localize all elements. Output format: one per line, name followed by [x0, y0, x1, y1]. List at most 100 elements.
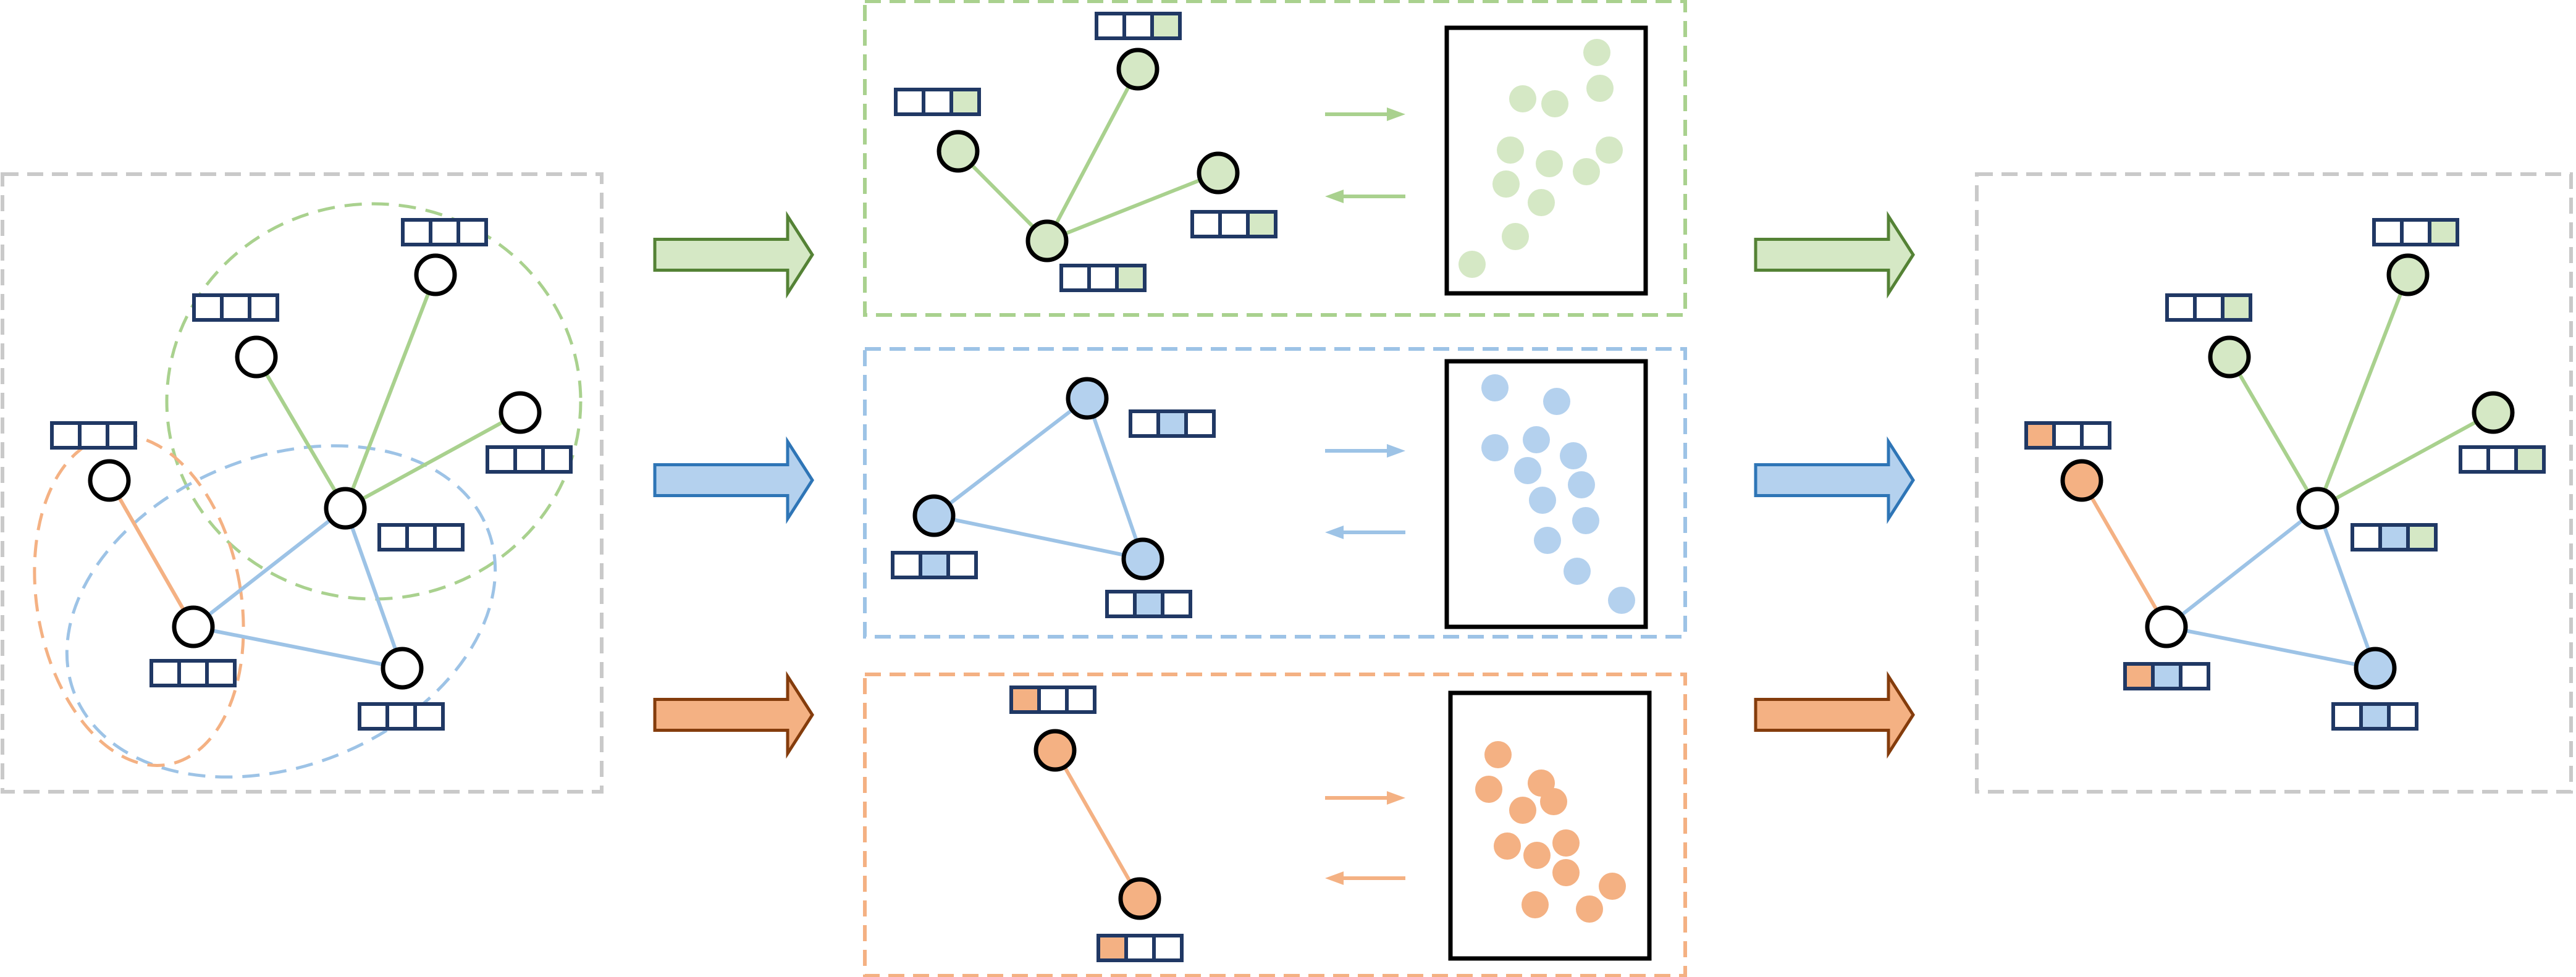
input-feature-cell	[541, 445, 573, 474]
orange-feature-cell	[1152, 934, 1184, 962]
green-embedding-box-point	[1596, 136, 1623, 164]
output-node	[2354, 647, 2397, 690]
orange-subgraph-panel	[863, 673, 1687, 977]
output-node	[2208, 335, 2251, 379]
green-feature-cell	[1190, 210, 1222, 238]
green-feature-cell	[1095, 12, 1126, 40]
green-node	[1197, 151, 1240, 195]
input-feature-cell	[220, 293, 251, 322]
green-feature-cell	[1115, 264, 1147, 292]
green-node	[1116, 48, 1160, 91]
output-feature-cell	[2193, 293, 2225, 322]
input-node	[235, 335, 278, 379]
input-feature-cell	[149, 659, 181, 687]
green-subgraph-panel	[863, 0, 1687, 317]
green-node	[937, 130, 980, 173]
flow-arrows	[653, 107, 1915, 885]
output-node	[2472, 391, 2515, 434]
input-feature-cell	[486, 445, 517, 474]
output-feature-cell	[2378, 523, 2410, 551]
green-forward-arrow-head	[1387, 107, 1405, 121]
green-feature-cell	[949, 88, 981, 116]
input-feature-cell	[401, 218, 432, 246]
output-feature-cell	[2387, 702, 2418, 731]
green-feature-cell	[1059, 264, 1091, 292]
input-feature-cell	[457, 218, 488, 246]
orange-embedding-box-point	[1523, 842, 1551, 869]
input-edge	[107, 479, 195, 628]
input-feature-cell	[205, 659, 237, 687]
orange-feature-cell	[1096, 934, 1128, 962]
input-feature-cell	[177, 659, 209, 687]
input-feature-cell	[405, 523, 437, 551]
blue-subgraph-edge	[933, 514, 1143, 561]
green-subgraph-edge	[1046, 171, 1219, 243]
orange-node	[1033, 729, 1077, 772]
green-split-arrow	[653, 211, 814, 299]
orange-feature-cell	[1124, 934, 1156, 962]
blue-feature-cell	[919, 551, 950, 579]
green-subgraph-edge	[1045, 68, 1140, 242]
orange-node	[1118, 877, 1161, 920]
input-feature-cell	[429, 218, 460, 246]
blue-embedding-box-point	[1568, 471, 1595, 498]
input-feature-cell	[106, 421, 137, 450]
input-edge	[193, 625, 403, 670]
input-node	[414, 253, 457, 296]
output-feature-cell	[2372, 218, 2404, 246]
output-edge	[2080, 479, 2168, 628]
input-edge	[344, 411, 521, 510]
green-partition-ellipse	[165, 202, 583, 601]
input-edge	[343, 274, 437, 509]
orange-embedding-box-point	[1552, 859, 1580, 886]
orange-subgraph-edge	[1053, 749, 1142, 900]
blue-embedding-box-point	[1481, 374, 1509, 401]
blue-feature-cell	[1184, 409, 1216, 438]
orange-feature-cell	[1009, 686, 1041, 714]
blue-forward-arrow-head	[1387, 444, 1405, 458]
blue-subgraph-edge	[933, 396, 1088, 518]
blue-embedding-box-point	[1608, 587, 1635, 614]
blue-embedding-box-point	[1572, 507, 1599, 534]
green-node	[1025, 219, 1069, 262]
green-embedding-box-point	[1458, 251, 1486, 278]
output-feature-cell	[2400, 218, 2431, 246]
output-feature-cell	[2123, 662, 2155, 690]
output-feature-cell	[2428, 218, 2459, 246]
blue-split-arrow	[653, 436, 814, 524]
input-node	[88, 459, 131, 502]
green-feature-cell	[922, 88, 953, 116]
blue-node	[912, 494, 956, 537]
input-edge	[255, 356, 347, 509]
green-embedding-box-point	[1573, 158, 1600, 185]
embedding-spaces	[1444, 25, 1652, 961]
blue-feature-cell	[1161, 590, 1192, 618]
input-node	[172, 605, 215, 648]
feature-vectors	[50, 12, 2546, 962]
blue-node	[1066, 377, 1109, 420]
output-feature-cell	[2406, 523, 2438, 551]
output-node	[2386, 253, 2430, 296]
orange-forward-arrow-head	[1387, 791, 1405, 805]
orange-embedding-box-point	[1494, 832, 1521, 860]
output-feature-cell	[2052, 421, 2084, 450]
graph-nodes	[88, 48, 2515, 920]
output-graph-panel	[1975, 172, 2573, 794]
orange-embedding-box-point	[1552, 829, 1580, 857]
output-edge	[2316, 274, 2410, 509]
input-feature-cell	[433, 523, 465, 551]
output-feature-cell	[2080, 421, 2111, 450]
green-backward-arrow-head	[1325, 190, 1344, 203]
green-embedding-box-point	[1586, 75, 1614, 102]
orange-embedding-box-point	[1484, 741, 1512, 768]
green-feature-cell	[1150, 12, 1182, 40]
blue-embedding-box-point	[1534, 527, 1561, 554]
orange-embedding-box-point	[1540, 788, 1567, 815]
green-feature-cell	[1246, 210, 1277, 238]
output-feature-cell	[2024, 421, 2056, 450]
output-node	[2145, 605, 2188, 648]
blue-feature-cell	[1129, 409, 1160, 438]
blue-subgraph-edge	[1085, 398, 1145, 560]
orange-embedding-box-point	[1475, 776, 1502, 803]
